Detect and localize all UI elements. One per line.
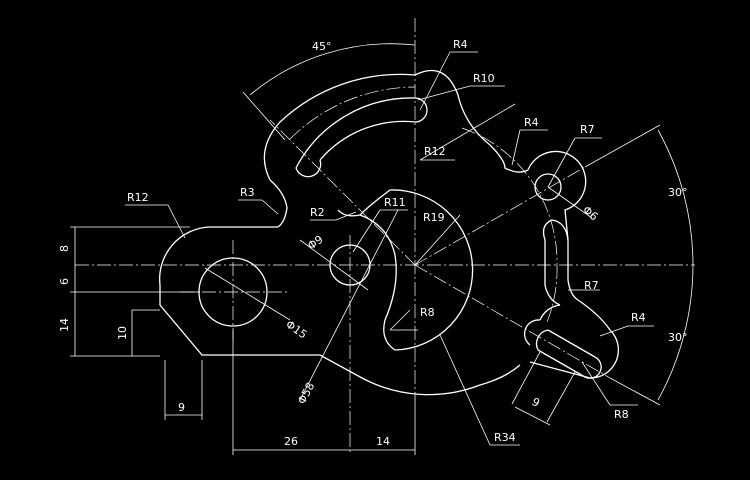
ext-line-45 <box>242 91 286 141</box>
leader-r12-left <box>167 204 186 239</box>
center-lines <box>75 18 695 455</box>
right-band <box>542 219 579 301</box>
label-dim-10: 10 <box>116 326 129 340</box>
label-dim-26: 26 <box>284 435 298 448</box>
slot-right-cap-lower <box>584 356 602 379</box>
leader-r11 <box>352 209 381 253</box>
r7-boss <box>527 150 587 241</box>
slot-left-cap <box>295 159 322 178</box>
lower-30-degree-center <box>414 264 611 379</box>
slot-arc-center <box>289 86 416 140</box>
label-r4-low: R4 <box>631 311 646 324</box>
label-phi6: Φ6 <box>580 203 600 223</box>
label-phi9: Φ9 <box>305 233 325 253</box>
leader-r4-top <box>419 51 451 111</box>
lower-connector <box>539 304 561 321</box>
leader-lines <box>125 51 654 446</box>
slot-bottom-line <box>537 349 586 378</box>
dim-arc-30-bottom <box>657 264 694 401</box>
label-r8-center: R8 <box>420 306 435 319</box>
leader-r2 <box>335 211 357 221</box>
label-r19: R19 <box>423 211 445 224</box>
ext-line-30-bottom <box>609 377 661 406</box>
label-dim-9-slot: 9 <box>530 395 542 410</box>
outer-contour-left-bottom <box>159 226 521 396</box>
45-degree-center <box>269 119 416 266</box>
right-band-inner <box>544 240 561 306</box>
ext-line-30-top <box>584 124 661 168</box>
r-pattern-arc-center-lower <box>546 264 558 323</box>
label-r12-inner: R12 <box>424 145 446 158</box>
slot-right-cap <box>414 97 428 123</box>
leader-r8-center <box>389 309 411 331</box>
label-r2: R2 <box>310 206 325 219</box>
slot-left-cap-lower <box>535 329 549 351</box>
label-r4-right: R4 <box>524 116 539 129</box>
label-r10: R10 <box>473 72 495 85</box>
leader-r19 <box>414 214 461 266</box>
dim-arc-30-top <box>657 129 694 266</box>
label-dim-9-left: 9 <box>178 401 185 414</box>
lower-slot-outer <box>529 299 620 379</box>
leader-r12-inner <box>419 103 516 161</box>
label-angle-45: 45° <box>312 40 332 53</box>
label-r7-mid: R7 <box>584 279 599 292</box>
slot-inner-arc <box>319 120 416 161</box>
leader-phi15 <box>204 267 291 321</box>
dim-line-slot-9 <box>514 406 551 426</box>
label-dim-6: 6 <box>58 278 71 285</box>
r19-central-region <box>359 189 474 351</box>
leader-r4-right <box>511 129 521 166</box>
ext-line-slot-b <box>546 371 576 423</box>
leader-phi58 <box>299 209 399 401</box>
label-r4-top: R4 <box>453 38 468 51</box>
label-dim-14: 14 <box>58 318 71 332</box>
outer-arc-arm <box>263 69 491 181</box>
leader-phi9 <box>299 239 369 291</box>
part-outline <box>159 69 620 396</box>
label-angle-30-top: 30° <box>668 186 688 199</box>
r4-notch-upper <box>489 144 529 173</box>
leader-r8-slot <box>581 361 611 406</box>
leader-r34 <box>439 334 491 446</box>
label-r34: R34 <box>494 431 516 444</box>
label-r8-slot: R8 <box>614 408 629 421</box>
slot-top-line <box>547 329 596 358</box>
slot-end-left <box>523 319 541 346</box>
label-dim-14-bottom: 14 <box>376 435 390 448</box>
label-phi58: Φ58 <box>295 380 317 406</box>
hole-phi6 <box>534 173 562 201</box>
upper-30-degree-center <box>414 166 586 266</box>
dimension-lines <box>70 43 694 455</box>
leader-r4-low <box>599 325 629 337</box>
label-phi15: Φ15 <box>283 318 309 342</box>
dim-arc-45 <box>249 43 416 96</box>
label-r7-top: R7 <box>580 123 595 136</box>
ext-line-slot-a <box>511 351 541 405</box>
label-r12-left: R12 <box>127 191 149 204</box>
r3-fillet <box>269 179 288 228</box>
r-pattern-arc-center <box>461 127 558 266</box>
label-angle-30-bottom: 30° <box>668 331 688 344</box>
labels: 45° R4 R10 R4 R7 R12 R12 R3 R2 R11 R19 Φ… <box>58 38 688 448</box>
leader-r3 <box>261 199 279 215</box>
label-dim-8: 8 <box>58 245 71 252</box>
slot-outer-arc <box>295 97 416 169</box>
leader-r10 <box>417 85 471 101</box>
label-r11: R11 <box>384 196 406 209</box>
leader-r7-top <box>547 137 576 188</box>
leader-phi6 <box>547 186 593 219</box>
label-r3: R3 <box>240 186 255 199</box>
